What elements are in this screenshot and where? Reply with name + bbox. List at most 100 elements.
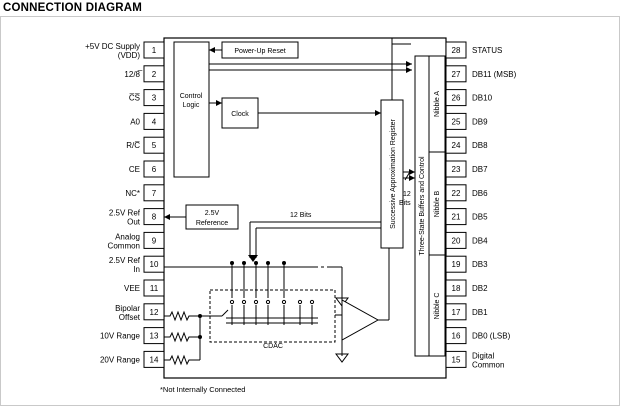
pin-label: C̅S̅: [129, 94, 141, 103]
pin-number: 24: [452, 141, 461, 150]
pin-number: 18: [452, 284, 461, 293]
pin-label: NC*: [125, 189, 140, 198]
diagram-frame: [0, 16, 620, 406]
pin-box-left: [143, 136, 165, 154]
pin-number: 25: [452, 117, 461, 126]
pin-number: 16: [452, 332, 461, 341]
nibble-a-label: Nibble A: [434, 91, 441, 117]
pin-number: 8: [152, 213, 157, 222]
pin-label-2: Common: [472, 360, 504, 369]
pin-box-left: [143, 89, 165, 107]
pin-label: Analog: [115, 232, 140, 241]
pin-number: 21: [452, 213, 461, 222]
pin-number: 10: [150, 260, 159, 269]
control-logic-label-2: Logic: [183, 102, 200, 109]
reference-block: [185, 204, 239, 230]
pin-label: DB6: [472, 189, 488, 198]
pin-box-left: [143, 255, 165, 273]
pin-number: 17: [452, 308, 461, 317]
cdac-switch-taps: [226, 261, 318, 325]
pin-label: DB7: [472, 165, 488, 174]
pin-number: 13: [150, 332, 159, 341]
pin-label: DB10: [472, 94, 493, 103]
pin-label: DB1: [472, 308, 488, 317]
pin-label: DB0 (LSB): [472, 332, 511, 341]
pin-number: 19: [452, 260, 461, 269]
pin-box-left: [143, 65, 165, 83]
pin-label: STATUS: [472, 46, 502, 55]
reference-label-1: 2.5V: [205, 210, 220, 217]
pin-label: Bipolar: [115, 304, 140, 313]
pin-label-2: (VDD): [118, 51, 141, 60]
pin-number: 14: [150, 355, 159, 364]
ic-package: [163, 37, 447, 379]
control-logic-block: [173, 41, 210, 178]
pin-box-left: [143, 350, 165, 368]
pin-label: 12/8̅: [124, 70, 143, 79]
pin-label-2: Offset: [119, 313, 141, 322]
nibble-b-label: Nibble B: [434, 190, 441, 217]
pin-number: 22: [452, 189, 461, 198]
pin-label: R/C̅: [126, 141, 140, 150]
pin-label: DB8: [472, 141, 488, 150]
footnote: *Not Internally Connected: [160, 385, 245, 394]
pin-label: DB4: [472, 236, 488, 245]
pin-number: 12: [150, 308, 159, 317]
pin-number: 9: [152, 236, 157, 245]
pin-box-left: [143, 279, 165, 297]
bus-label-12-bits: 12 Bits: [290, 212, 312, 219]
pin-label: DB9: [472, 117, 488, 126]
pin-box-left: [143, 112, 165, 130]
pin-number: 5: [152, 141, 157, 150]
pin-box-left: [143, 327, 165, 345]
pin-box-left: [143, 160, 165, 178]
pin-number: 23: [452, 165, 461, 174]
pin-number: 6: [152, 165, 157, 174]
pin-label: VEE: [124, 284, 140, 293]
pin-box-left: [143, 231, 165, 249]
pin-box-right: [445, 350, 467, 368]
page-title: CONNECTION DIAGRAM: [3, 2, 143, 14]
pin-label: DB3: [472, 260, 488, 269]
input-resistors: [164, 309, 229, 366]
pin-number: 11: [150, 284, 159, 293]
pin-label: DB11 (MSB): [472, 70, 517, 79]
pin-number: 26: [452, 94, 461, 103]
pin-label: +5V DC Supply: [85, 42, 140, 51]
pin-box-right: [445, 41, 467, 59]
pin-label-2: Common: [108, 241, 140, 250]
pin-number: 2: [152, 70, 157, 79]
pin-number: 27: [452, 70, 461, 79]
bus-label-12: 12: [403, 191, 411, 198]
pin-label-2: In: [133, 265, 140, 274]
nibble-c-label: Nibble C: [434, 293, 441, 320]
left-pins: 1+5V DC Supply(VDD)212/8̅3C̅S̅4A05R/C̅6C…: [85, 41, 165, 368]
pin-number: 20: [452, 236, 461, 245]
pin-label: DB2: [472, 284, 488, 293]
pin-number: 1: [152, 46, 157, 55]
cdac-label: CDAC: [263, 343, 283, 350]
pin-number: 4: [152, 117, 157, 126]
clock-label: Clock: [231, 111, 249, 118]
control-logic-label-1: Control: [180, 93, 203, 100]
buffers-label: Three-State Buffers and Control: [419, 156, 426, 256]
pin-number: 15: [452, 355, 461, 364]
reference-label-2: Reference: [196, 220, 228, 227]
pin-label: 20V Range: [100, 355, 141, 364]
pin-label: 2.5V Ref: [109, 209, 141, 218]
pin-label: DB5: [472, 213, 488, 222]
pin-box-left: [143, 41, 165, 59]
pin-label: CE: [129, 165, 140, 174]
pin-label: A0: [130, 117, 140, 126]
pin-label: Digital: [472, 351, 494, 360]
pin-box-left: [143, 184, 165, 202]
pin-number: 28: [452, 46, 461, 55]
pin-label: 2.5V Ref: [109, 256, 141, 265]
comparator: [341, 299, 380, 341]
bus-label-bits: Bits: [399, 200, 411, 207]
buffers-block: [414, 55, 446, 357]
pin-number: 7: [152, 189, 157, 198]
pin-box-left: [143, 303, 165, 321]
